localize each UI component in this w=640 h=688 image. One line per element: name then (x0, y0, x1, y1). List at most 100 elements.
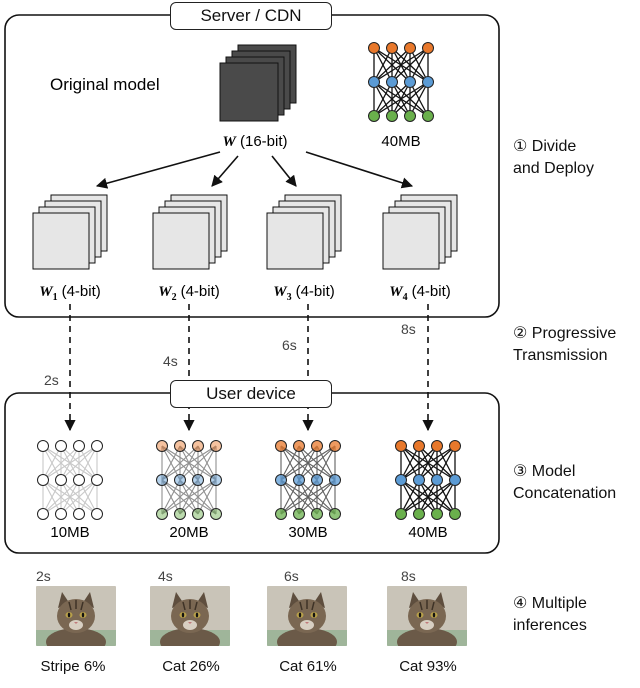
network-edge (316, 479, 336, 515)
device-size-2: 20MB (169, 524, 208, 541)
network-node (395, 440, 407, 452)
network-edge (197, 479, 217, 515)
device-network-4 (395, 440, 461, 520)
network-node (91, 474, 103, 486)
device-size-3: 30MB (288, 524, 327, 541)
network-edge (391, 81, 429, 117)
network-node (311, 474, 323, 486)
network-edge (179, 479, 217, 515)
network-edge (400, 479, 438, 515)
device-network-1 (37, 440, 103, 520)
network-node (73, 508, 85, 520)
cat-photo-4 (387, 586, 467, 646)
cat-image (150, 586, 230, 646)
divide-arrow-1 (95, 151, 221, 189)
network-node (368, 76, 380, 88)
weight-label-w4: W4(4-bit) (389, 283, 451, 303)
step-2-line2: Transmission (513, 347, 608, 364)
network-edge (436, 445, 456, 481)
network-edge (42, 479, 80, 515)
network-node (329, 440, 341, 452)
network-edge (400, 445, 438, 481)
network-node (386, 42, 398, 54)
device-size-1: 10MB (50, 524, 89, 541)
network-node (329, 474, 341, 486)
network-node (37, 508, 49, 520)
network-node (275, 474, 287, 486)
network-node (293, 474, 305, 486)
weight-stack-w1 (32, 194, 108, 270)
network-edge (60, 445, 98, 481)
network-node (192, 474, 204, 486)
transmit-time-4: 8s (401, 321, 416, 337)
network-node (210, 474, 222, 486)
network-node (293, 440, 305, 452)
original-weight-label: W (16-bit) (222, 133, 287, 150)
original-model-label: Original model (50, 75, 160, 94)
network-node (422, 110, 434, 122)
inference-time-1: 2s (36, 568, 51, 584)
network-edge (161, 445, 181, 481)
network-edge (436, 479, 456, 515)
network-node (449, 508, 461, 520)
inference-result-2: Cat 26% (162, 658, 220, 675)
cat-photo-2 (150, 586, 230, 646)
cat-image (387, 586, 467, 646)
network-edge (42, 479, 62, 515)
cat-image (36, 586, 116, 646)
inference-time-2: 4s (158, 568, 173, 584)
network-edge (373, 81, 429, 117)
network-edge (409, 47, 429, 83)
network-edge (161, 479, 181, 515)
network-edge (161, 479, 217, 515)
network-node (55, 440, 67, 452)
weight-label-w3: W3(4-bit) (273, 283, 335, 303)
network-node (404, 110, 416, 122)
network-node (368, 110, 380, 122)
network-node (431, 440, 443, 452)
network-edge (373, 47, 411, 83)
network-edge (400, 479, 420, 515)
network-node (91, 508, 103, 520)
network-node (37, 440, 49, 452)
network-node (210, 508, 222, 520)
original-network-icon (368, 42, 434, 122)
network-edge (78, 479, 98, 515)
network-edge (42, 445, 98, 481)
network-edge (409, 81, 429, 117)
network-edge (179, 445, 217, 481)
network-edge (400, 445, 420, 481)
transmit-time-2: 4s (163, 353, 178, 369)
network-node (174, 508, 186, 520)
network-edge (373, 47, 429, 83)
network-edge (42, 445, 80, 481)
network-node (386, 76, 398, 88)
network-node (449, 474, 461, 486)
network-edge (316, 445, 336, 481)
network-node (395, 508, 407, 520)
network-edge (197, 445, 217, 481)
weight-stack-w4 (382, 194, 458, 270)
network-edge (42, 479, 98, 515)
network-node (404, 76, 416, 88)
network-node (293, 508, 305, 520)
device-network-2 (156, 440, 222, 520)
network-node (386, 110, 398, 122)
network-node (55, 508, 67, 520)
divide-arrow-4 (305, 151, 414, 189)
network-node (174, 474, 186, 486)
network-edge (42, 445, 62, 481)
network-edge (161, 445, 217, 481)
network-edge (373, 81, 393, 117)
w-symbol: W (222, 134, 237, 150)
network-node (449, 440, 461, 452)
network-node (73, 440, 85, 452)
network-node (404, 42, 416, 54)
step-2-line1: ② Progressive (513, 325, 617, 342)
step-3-label: ③ Model Concatenation (513, 461, 616, 505)
network-edge (391, 47, 429, 83)
network-edge (280, 445, 336, 481)
network-node (422, 42, 434, 54)
original-weight-stack (219, 44, 297, 122)
step-1-label: ① Divide and Deploy (513, 136, 594, 180)
